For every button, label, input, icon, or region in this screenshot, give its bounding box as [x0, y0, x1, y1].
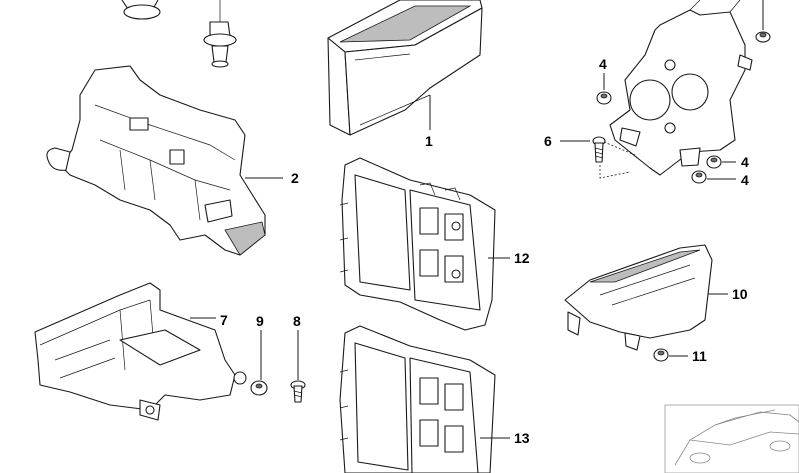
part-7-tray [34, 282, 247, 421]
part-4-nut-a [596, 91, 612, 105]
vehicle-thumbnail [664, 404, 799, 473]
part-2-bracket [46, 65, 266, 256]
part-8-bolt [290, 380, 306, 403]
part-4-nut-b [706, 155, 722, 169]
callout-7: 7 [220, 312, 228, 328]
callout-9: 9 [256, 313, 264, 329]
callout-6: 6 [544, 133, 552, 149]
part-11-nut [653, 348, 669, 362]
callout-4a: 4 [599, 56, 607, 72]
part-mounting-plate [609, 0, 753, 176]
callout-2: 2 [291, 170, 299, 186]
part-1-control-unit [327, 0, 483, 136]
part-10-rail [564, 244, 713, 351]
callout-8: 8 [293, 313, 301, 329]
nut-top-right [755, 0, 771, 43]
callout-4b: 4 [741, 154, 749, 170]
callout-12: 12 [514, 250, 530, 266]
part-13-frame [339, 325, 496, 473]
part-12-frame [339, 157, 496, 331]
callout-1: 1 [425, 133, 433, 149]
part-6-screw [592, 136, 636, 179]
callout-10: 10 [732, 286, 748, 302]
callout-4c: 4 [741, 172, 749, 188]
callout-11: 11 [692, 348, 707, 364]
part-9-nut [250, 380, 268, 396]
clip-top-left [121, 0, 237, 68]
part-4-nut-c [691, 170, 707, 184]
callout-13: 13 [514, 430, 530, 446]
